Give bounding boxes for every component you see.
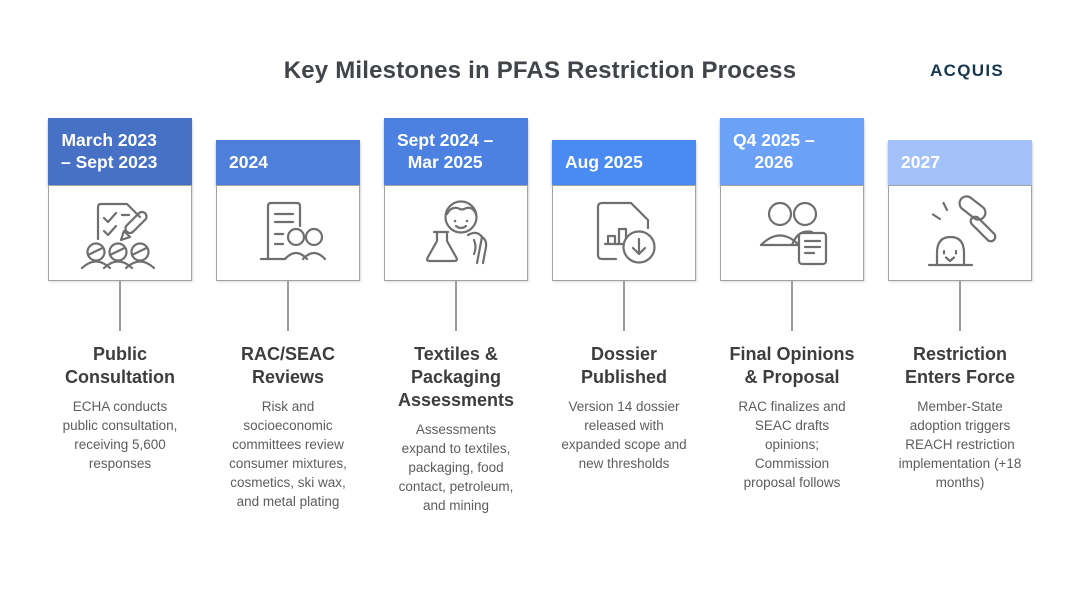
milestone-description: Risk and socioeconomic committees review… [229, 399, 347, 509]
date-badge: March 2023 – Sept 2023 [48, 117, 192, 185]
connector-line [287, 281, 289, 331]
milestone-heading: Restriction Enters Force [904, 344, 1016, 388]
milestone-textiles-packaging: Sept 2024 – Mar 2025 Textiles & Packagin… [384, 115, 528, 516]
milestone-dossier-published: Aug 2025 Dossier Published Version 14 do… [552, 115, 696, 516]
milestone-icon-box [552, 185, 696, 281]
milestone-icon-box [216, 185, 360, 281]
milestone-description: Assessments expand to textiles, packagin… [398, 422, 514, 513]
date-badge: Aug 2025 [552, 140, 696, 185]
milestone-heading: Final Opinions & Proposal [729, 344, 855, 388]
date-badge: Sept 2024 – Mar 2025 [384, 117, 528, 185]
people-opinion-document-icon [742, 193, 842, 273]
connector-line [119, 281, 121, 331]
milestone-heading: RAC/SEAC Reviews [240, 344, 335, 388]
milestone-icon-box [48, 185, 192, 281]
milestone-heading: Dossier Published [580, 344, 667, 388]
connector-line [455, 281, 457, 331]
milestone-description: Version 14 dossier released with expande… [561, 399, 687, 471]
connector-line [623, 281, 625, 331]
milestone-final-opinions: Q4 2025 – 2026 Final Opinions & Proposal… [720, 115, 864, 516]
committee-document-people-icon [238, 193, 338, 273]
milestone-heading: Textiles & Packaging Assessments [397, 344, 515, 411]
milestone-icon-box [888, 185, 1032, 281]
milestone-rac-seac-reviews: 2024 RAC/SEAC Reviews Risk and socioecon… [216, 115, 360, 516]
gavel-enforcement-icon [910, 193, 1010, 273]
milestone-description: RAC finalizes and SEAC drafts opinions; … [738, 399, 846, 490]
milestone-description: Member-State adoption triggers REACH res… [898, 399, 1022, 490]
milestone-icon-box [720, 185, 864, 281]
milestone-heading: Public Consultation [65, 344, 175, 388]
consultation-checklist-people-icon [70, 193, 170, 273]
connector-line [959, 281, 961, 331]
date-badge: 2027 [888, 140, 1032, 185]
document-download-icon [574, 193, 674, 273]
milestone-icon-box [384, 185, 528, 281]
milestone-public-consultation: March 2023 – Sept 2023 [48, 115, 192, 516]
milestone-description: ECHA conducts public consultation, recei… [62, 399, 178, 471]
milestone-restriction-force: 2027 Restriction Enters Force Member-Sta… [888, 115, 1032, 516]
acquis-logo: ACQUIS [930, 61, 1004, 80]
scientist-flask-icon [406, 193, 506, 273]
timeline: March 2023 – Sept 2023 [48, 115, 1032, 516]
page-title: Key Milestones in PFAS Restriction Proce… [283, 57, 797, 84]
date-badge: Q4 2025 – 2026 [720, 117, 864, 185]
connector-line [791, 281, 793, 331]
date-badge: 2024 [216, 140, 360, 185]
